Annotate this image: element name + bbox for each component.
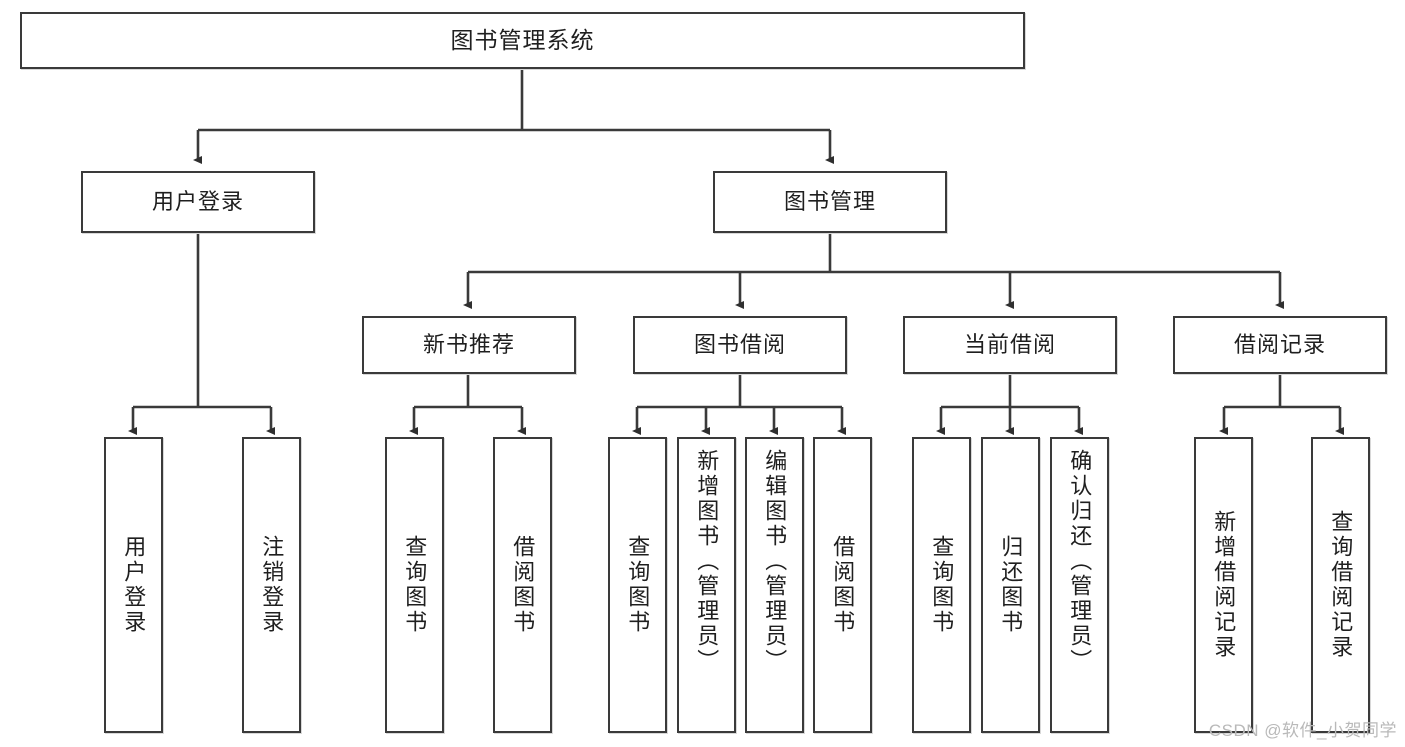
node-borrow-record[interactable]: 借阅记录 <box>1173 316 1387 374</box>
leaf-logout[interactable]: 注销登录 <box>242 437 301 733</box>
node-current-borrow[interactable]: 当前借阅 <box>903 316 1117 374</box>
leaf-borrow-query-book[interactable]: 查询图书 <box>608 437 667 733</box>
leaf-record-add[interactable]: 新增借阅记录 <box>1194 437 1253 733</box>
leaf-current-confirm-return[interactable]: 确认归还（管理员） <box>1050 437 1109 733</box>
leaf-current-return-book[interactable]: 归还图书 <box>981 437 1040 733</box>
node-new-book-recommend[interactable]: 新书推荐 <box>362 316 576 374</box>
leaf-recommend-borrow-book[interactable]: 借阅图书 <box>493 437 552 733</box>
leaf-current-confirm-return-label: 确认归还（管理员） <box>1067 449 1093 674</box>
leaf-user-login[interactable]: 用户登录 <box>104 437 163 733</box>
leaf-recommend-query-book[interactable]: 查询图书 <box>385 437 444 733</box>
leaf-borrow-add-book[interactable]: 新增图书（管理员） <box>677 437 736 733</box>
leaf-user-login-label: 用户登录 <box>121 535 147 635</box>
node-root-label: 图书管理系统 <box>450 26 595 53</box>
node-root-system[interactable]: 图书管理系统 <box>20 12 1025 69</box>
node-current-borrow-label: 当前借阅 <box>963 331 1056 357</box>
leaf-current-query-book-label: 查询图书 <box>929 535 955 635</box>
leaf-current-return-book-label: 归还图书 <box>998 535 1024 635</box>
node-book-borrow-label: 图书借阅 <box>693 331 786 357</box>
node-new-book-recommend-label: 新书推荐 <box>422 331 515 357</box>
leaf-record-query-label: 查询借阅记录 <box>1328 510 1354 660</box>
leaf-recommend-query-book-label: 查询图书 <box>402 535 428 635</box>
leaf-record-query[interactable]: 查询借阅记录 <box>1311 437 1370 733</box>
node-user-login-label: 用户登录 <box>151 188 244 214</box>
csdn-watermark: CSDN @软件_小贺同学 <box>1208 721 1397 740</box>
leaf-logout-label: 注销登录 <box>259 535 285 635</box>
node-borrow-record-label: 借阅记录 <box>1233 331 1326 357</box>
leaf-recommend-borrow-book-label: 借阅图书 <box>510 535 536 635</box>
leaf-current-query-book[interactable]: 查询图书 <box>912 437 971 733</box>
leaf-borrow-query-book-label: 查询图书 <box>625 535 651 635</box>
node-user-login[interactable]: 用户登录 <box>81 171 315 233</box>
leaf-borrow-borrow-book[interactable]: 借阅图书 <box>813 437 872 733</box>
leaf-record-add-label: 新增借阅记录 <box>1211 510 1237 660</box>
leaf-borrow-add-book-label: 新增图书（管理员） <box>694 449 720 674</box>
leaf-borrow-borrow-book-label: 借阅图书 <box>830 535 856 635</box>
leaf-borrow-edit-book-label: 编辑图书（管理员） <box>762 449 788 674</box>
node-book-management-label: 图书管理 <box>783 188 876 214</box>
node-book-management[interactable]: 图书管理 <box>713 171 947 233</box>
node-book-borrow[interactable]: 图书借阅 <box>633 316 847 374</box>
leaf-borrow-edit-book[interactable]: 编辑图书（管理员） <box>745 437 804 733</box>
